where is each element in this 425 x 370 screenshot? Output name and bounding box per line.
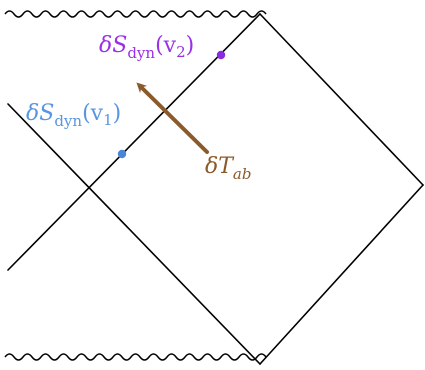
past-singularity xyxy=(4,353,267,361)
point-v2 xyxy=(216,50,226,60)
future-singularity xyxy=(4,10,267,18)
point-v1 xyxy=(117,149,127,159)
label-entropy-v1: δSdyn(v1) xyxy=(26,101,121,130)
future-null-infinity xyxy=(259,13,424,186)
label-stress-tensor: δTab xyxy=(205,154,251,183)
past-horizon xyxy=(7,103,261,365)
past-null-infinity xyxy=(259,184,424,365)
label-entropy-v2: δSdyn(v2) xyxy=(99,33,194,62)
stress-tensor-arrow xyxy=(136,82,209,154)
